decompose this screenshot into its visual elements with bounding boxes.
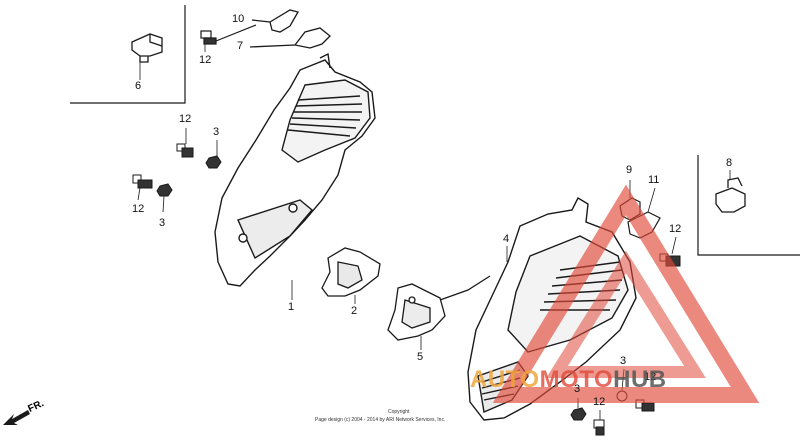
callout-3: 3 (159, 217, 166, 229)
copyright-text: Page design (c) 2004 - 2014 by ARI Netwo… (315, 417, 446, 423)
nut-3-left[interactable] (156, 183, 173, 197)
watermark-logo (492, 184, 760, 403)
watermark-part-auto: AUTO (470, 366, 540, 393)
callout-11: 11 (648, 174, 660, 186)
inset-frame-left (70, 5, 186, 104)
bolt-12-bottom[interactable] (593, 419, 605, 436)
callout-9: 9 (626, 164, 633, 176)
callout-7: 7 (237, 40, 244, 52)
clip-6[interactable] (131, 33, 163, 63)
bolt-12-top[interactable] (200, 24, 257, 45)
callout-6: 6 (135, 80, 142, 92)
bolt-12-mid[interactable] (176, 143, 194, 158)
copyright-title: Copyright (388, 409, 410, 415)
front-arrow-icon (3, 410, 30, 425)
bracket-7[interactable] (249, 27, 331, 49)
callout-4: 4 (503, 233, 510, 245)
nut-3-bottom[interactable] (570, 407, 587, 421)
callout-12: 12 (669, 223, 682, 235)
inset-frame-right (697, 155, 800, 256)
bracket-10[interactable] (251, 9, 299, 33)
watermark-text: AUTOMOTOHUB (470, 366, 667, 394)
callout-3: 3 (574, 383, 581, 395)
callout-12: 12 (199, 54, 212, 66)
nut-3-mid[interactable] (205, 155, 222, 169)
callout-3: 3 (213, 126, 220, 138)
callout-8: 8 (726, 157, 733, 169)
bracket-2[interactable] (321, 247, 381, 297)
callout-12: 12 (132, 203, 145, 215)
watermark-part-hub: HUB (613, 366, 667, 393)
callout-2: 2 (351, 305, 358, 317)
callout-5: 5 (417, 351, 424, 363)
chain-guard-left[interactable] (214, 52, 376, 287)
callout-10: 10 (232, 13, 245, 25)
leader-lines (137, 44, 731, 420)
watermark-part-moto: MOTO (539, 366, 614, 393)
bolt-12-left[interactable] (132, 174, 153, 189)
callout-3: 3 (620, 355, 627, 367)
callout-12: 12 (644, 371, 657, 383)
callout-12: 12 (179, 113, 192, 125)
bracket-5[interactable] (387, 275, 491, 341)
callout-12: 12 (593, 396, 606, 408)
clip-8[interactable] (715, 177, 746, 213)
callout-1: 1 (288, 301, 295, 313)
